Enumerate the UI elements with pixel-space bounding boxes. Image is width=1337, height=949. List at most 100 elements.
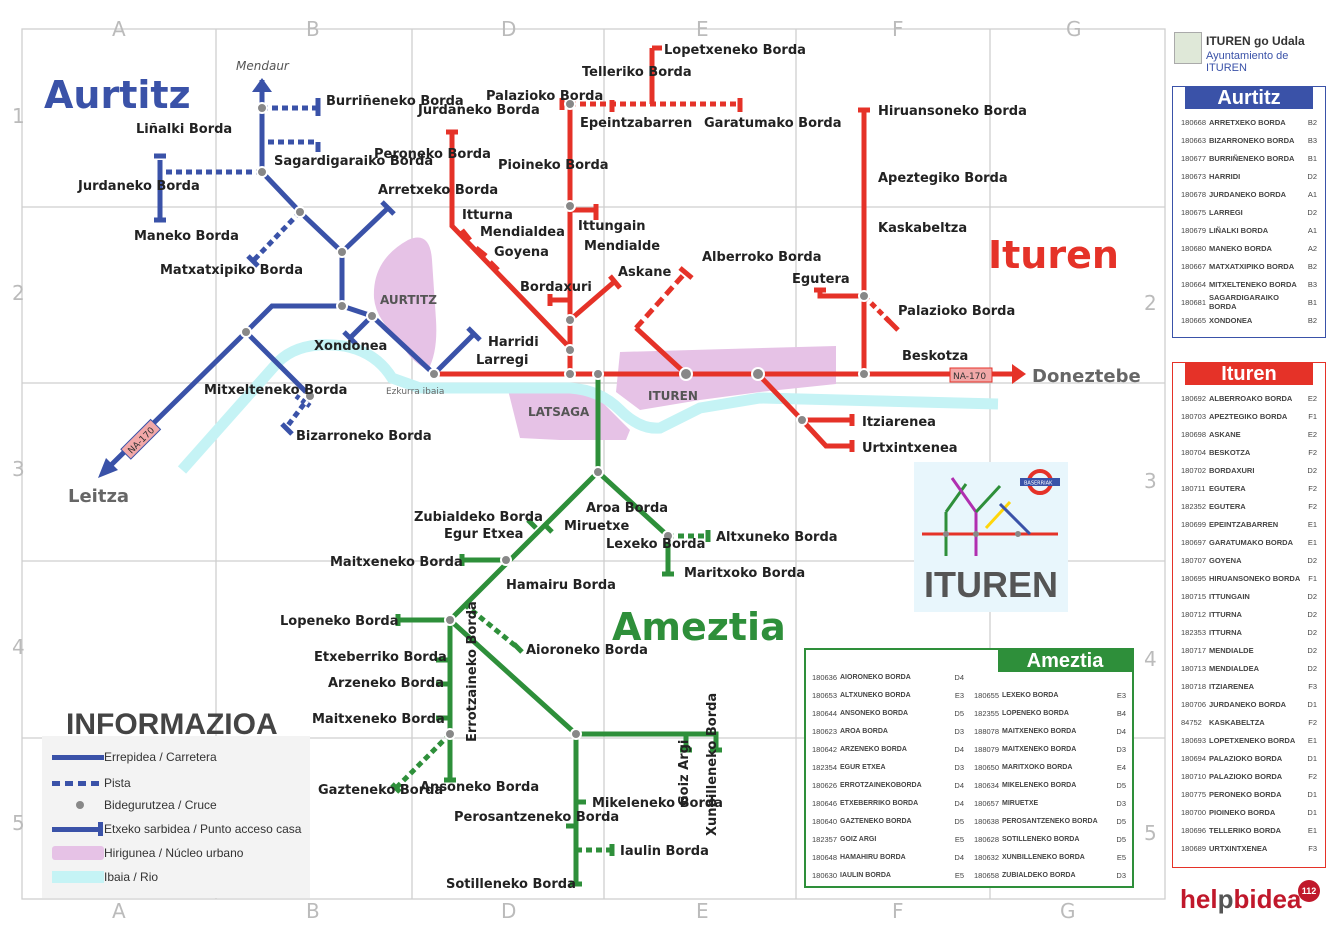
row-name: LARREGI — [1209, 207, 1243, 217]
row-code: 180626 — [812, 780, 838, 790]
row-grid: D2 — [1307, 609, 1317, 619]
row-name: SOTILLENEKO BORDA — [1002, 835, 1080, 843]
label-linalkiborda: Liñalki Borda — [136, 122, 232, 137]
label-peronekoborda: Peroneko Borda — [374, 147, 491, 162]
row-grid: D3 — [1116, 798, 1126, 808]
grid-col-e-bottom: E — [696, 899, 709, 923]
row-code: 180689 — [1181, 843, 1207, 853]
logo-graphic: BASERRIAK — [922, 469, 1060, 556]
row-code: 180673 — [1181, 171, 1207, 181]
zone-title-ameztia: Ameztia — [612, 605, 786, 649]
row-name: ETXEBERRIKO BORDA — [840, 799, 919, 807]
aurtitz-endcaps — [154, 98, 482, 436]
row-grid: D4 — [1116, 726, 1126, 736]
row-code: 180653 — [812, 690, 838, 700]
row-name: BORDAXURI — [1209, 465, 1255, 475]
grid-col-a: A — [112, 17, 126, 41]
row-code: 180644 — [812, 708, 838, 718]
label-tellerikoborda: Telleriko Borda — [582, 65, 692, 80]
row-code: 180692 — [1181, 393, 1207, 403]
row-code: 180663 — [1181, 135, 1207, 145]
emergency-112-badge: 112 — [1298, 880, 1320, 902]
legend-label-road: Errepidea / Carretera — [104, 750, 217, 764]
row-name: MAITXENEKO BORDA — [1002, 745, 1077, 753]
label-palaziokoborda-top: Palazioko Borda — [486, 89, 603, 104]
row-code: 180703 — [1181, 411, 1207, 421]
row-code: 180632 — [974, 852, 1000, 862]
row-grid: B2 — [1307, 315, 1317, 325]
row-code: 180698 — [1181, 429, 1207, 439]
label-lopenekoborda: Lopeneko Borda — [280, 614, 399, 629]
grid-col-f: F — [892, 17, 904, 41]
row-grid: A1 — [1307, 189, 1317, 199]
label-ittungain: Ittungain — [578, 219, 646, 234]
row-name: URTXINTXENEA — [1209, 843, 1268, 853]
row-grid: F2 — [1308, 717, 1317, 727]
row-grid: E3 — [954, 690, 964, 700]
row-grid: D5 — [954, 816, 964, 826]
label-matxatxipikoborda: Matxatxipiko Borda — [160, 263, 303, 278]
row-name: GAZTENEKO BORDA — [840, 817, 912, 825]
label-hiruansonekoborda: Hiruansoneko Borda — [878, 104, 1027, 119]
label-arzenekoborda: Arzeneko Borda — [328, 676, 444, 691]
row-grid: D1 — [1307, 753, 1317, 763]
label-xunbillenekoborda: Xunbilleneko Borda — [705, 693, 720, 836]
label-harridi: Harridi — [488, 335, 539, 350]
row-code: 180697 — [1181, 537, 1207, 547]
row-name: MENDIALDEA — [1209, 663, 1259, 673]
row-code: 180658 — [974, 870, 1000, 880]
row-name: TELLERIKO BORDA — [1209, 825, 1282, 835]
row-name: ANSONEKO BORDA — [840, 709, 909, 717]
label-maitxenekoborda-2: Maitxeneko Borda — [312, 712, 445, 727]
row-grid: F2 — [1308, 501, 1317, 511]
row-code: 188078 — [974, 726, 1000, 736]
label-mendialdea: Mendialdea — [480, 225, 565, 240]
legend-item-crossing: Bidegurutzea / Cruce — [42, 794, 310, 816]
row-name: IAULIN BORDA — [840, 871, 891, 879]
row-code: 180634 — [974, 780, 1000, 790]
row-name: MANEKO BORDA — [1209, 243, 1272, 253]
row-name: MAITXENEKO BORDA — [1002, 727, 1077, 735]
logo-badge-text: BASERRIAK — [1024, 481, 1053, 487]
track-symbol — [52, 772, 104, 794]
legend-item-river: Ibaia / Rio — [42, 866, 310, 888]
urban-label-ituren: ITUREN — [648, 389, 698, 403]
row-name: MENDIALDE — [1209, 645, 1254, 655]
row-code: 182352 — [1181, 501, 1207, 511]
row-grid: F1 — [1308, 573, 1317, 583]
grid-row-5: 5 — [12, 811, 25, 835]
label-egutera: Egutera — [792, 272, 850, 287]
coat-of-arms-icon — [1174, 32, 1202, 64]
row-name: JURDANEKO BORDA — [1209, 699, 1287, 709]
row-code: 182357 — [812, 834, 838, 844]
row-name: PEROSANTZENEKO BORDA — [1002, 817, 1098, 825]
row-grid: D3 — [954, 726, 964, 736]
row-code: 180680 — [1181, 243, 1207, 253]
row-name: ALTXUNEKO BORDA — [840, 691, 911, 699]
row-grid: D2 — [1307, 171, 1317, 181]
grid-row-1: 1 — [12, 104, 25, 128]
logo-text: ITUREN — [924, 564, 1058, 605]
grid-row-4: 4 — [12, 635, 25, 659]
row-code: 182355 — [974, 708, 1000, 718]
row-grid: F2 — [1308, 447, 1317, 457]
row-grid: B4 — [1116, 708, 1126, 718]
row-code: 182353 — [1181, 627, 1207, 637]
label-altxunekoborda: Altxuneko Borda — [716, 530, 838, 545]
label-etxeberrikoborda: Etxeberriko Borda — [314, 650, 447, 665]
